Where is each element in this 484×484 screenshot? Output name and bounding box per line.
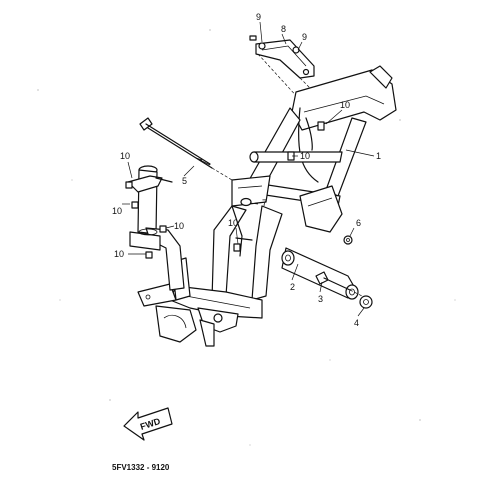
top-bracket-part — [255, 39, 321, 101]
callout-1: 1 — [376, 151, 381, 161]
callout-4: 4 — [354, 318, 359, 328]
callout-6: 6 — [356, 218, 361, 228]
head-pipe-part — [127, 165, 185, 291]
mount-nut-part — [359, 295, 373, 309]
callout-8: 8 — [281, 24, 286, 34]
callout-2: 2 — [290, 282, 295, 292]
callout-labels: 9 8 9 10 10 1 5 10 10 7 10 6 10 10 2 3 4 — [112, 12, 381, 328]
main-frame-part — [137, 65, 397, 347]
callout-9-top-left: 9 — [256, 12, 261, 22]
callout-3: 3 — [318, 294, 323, 304]
scan-speckles — [37, 29, 456, 446]
engine-mount-bracket-part — [281, 247, 359, 300]
callout-10-head-low: 10 — [114, 249, 124, 259]
long-bolt-part — [139, 117, 233, 181]
leader-lines — [122, 21, 375, 317]
collar-nut-part — [343, 235, 353, 245]
callout-9-top-right: 9 — [302, 32, 307, 42]
callout-10-rear-upper: 10 — [340, 100, 350, 110]
callout-10-center: 10 — [228, 218, 238, 228]
mount-bolt-part — [315, 271, 363, 297]
callout-10-head-top: 10 — [120, 151, 130, 161]
clip-fasteners — [125, 121, 325, 259]
callout-10-head-right: 10 — [174, 221, 184, 231]
callout-7: 7 — [262, 198, 267, 208]
diagram-code: 5FV1332 - 9120 — [112, 463, 170, 472]
callout-10-rear-mid: 10 — [300, 151, 310, 161]
fwd-direction-arrow: FWD — [123, 407, 173, 441]
callout-5: 5 — [182, 176, 187, 186]
callout-10-head-mid: 10 — [112, 206, 122, 216]
grommet-part — [240, 197, 252, 207]
bracket-bolt-left — [249, 35, 257, 41]
